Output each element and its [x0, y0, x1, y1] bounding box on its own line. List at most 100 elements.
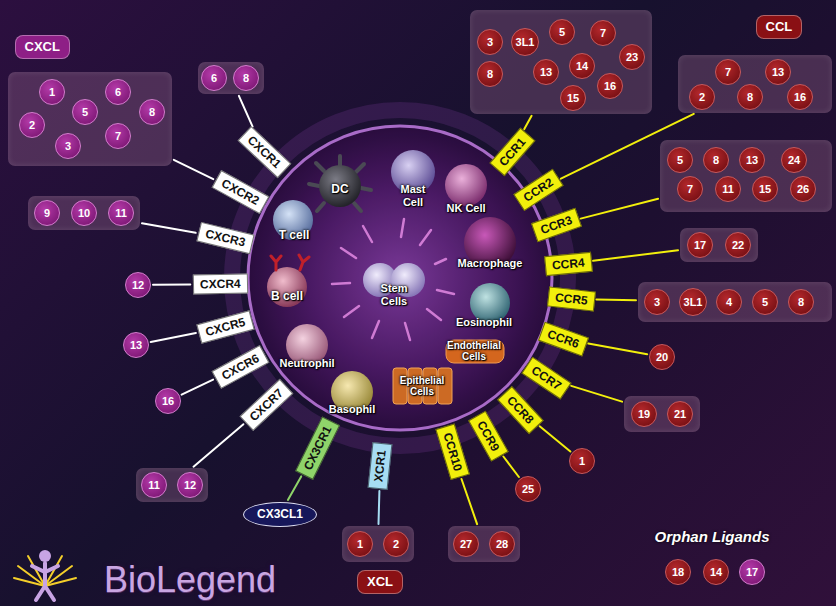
connector-line — [593, 250, 678, 261]
ligand-circle: 11 — [715, 176, 741, 202]
ligand-circle: 1 — [39, 79, 65, 105]
ligand-number: 8 — [747, 91, 753, 104]
ligand-number: 24 — [788, 154, 800, 167]
ligand-number: 19 — [638, 408, 650, 421]
ligand-number: 22 — [732, 239, 744, 252]
cell-label: DC — [331, 183, 348, 197]
ligand-number: 7 — [115, 130, 121, 143]
connector-line — [524, 116, 531, 129]
ligand-circle: 7 — [105, 123, 131, 149]
ligand-name: CX3CL1 — [257, 507, 303, 522]
ligand-circle: 23 — [619, 44, 645, 70]
ligand-circle: 19 — [631, 401, 657, 427]
receptor-label: CCR5 — [547, 286, 596, 311]
ligand-number: 2 — [393, 538, 399, 551]
ligand-number: 11 — [722, 183, 734, 196]
ligand-number: 3L1 — [516, 36, 535, 49]
ligand-group: 1625873 — [8, 72, 172, 166]
ligand-number: 3 — [487, 36, 493, 49]
ligand-circle: 2 — [19, 112, 45, 138]
ligand-oval: CX3CL1 — [243, 502, 317, 527]
ligand-number: 5 — [762, 296, 768, 309]
ligand-circle: 5 — [72, 99, 98, 125]
brand-logo — [14, 550, 76, 600]
ligand-circle: 15 — [752, 176, 778, 202]
ligand-circle: 13 — [533, 59, 559, 85]
ligand-number: 2 — [699, 91, 705, 104]
ligand-number: 1 — [357, 538, 363, 551]
ligand-circle: 12 — [125, 272, 151, 298]
ligand-number: 27 — [460, 538, 472, 551]
ligand-circle: 8 — [737, 84, 763, 110]
ligand-group: 33L1458 — [638, 282, 832, 322]
ligand-circle: 13 — [765, 59, 791, 85]
ligand-group: 33L15723813141615 — [470, 10, 652, 114]
ligand-number: 15 — [567, 92, 579, 105]
ligand-number: 13 — [772, 66, 784, 79]
ligand-number: 16 — [604, 80, 616, 93]
ligand-number: 4 — [726, 296, 732, 309]
connector-line — [151, 333, 196, 342]
cell-label: T cell — [279, 229, 310, 243]
ligand-number: 3L1 — [684, 296, 703, 309]
ligand-circle: 3 — [644, 289, 670, 315]
cell-label: Macrophage — [458, 257, 523, 270]
ligand-number: 12 — [132, 279, 144, 292]
family-name: CXCL — [25, 39, 60, 55]
ligand-group: 27 28 — [448, 526, 520, 562]
ligand-number: 13 — [540, 66, 552, 79]
ligand-group: 7132816 — [678, 55, 832, 113]
ligand-group: 68 — [198, 62, 264, 94]
ligand-number: 25 — [522, 483, 534, 496]
ligand-group: 1921 — [624, 396, 700, 432]
receptor-name: CXCR1 — [244, 132, 285, 172]
connector-line — [581, 199, 659, 219]
cell-label: B cell — [271, 290, 303, 304]
connector-line — [153, 283, 190, 285]
ligand-number: 8 — [243, 72, 249, 85]
ligand-number: 20 — [656, 351, 668, 364]
ligand-number: 5 — [677, 154, 683, 167]
receptor-label: XCR1 — [368, 442, 393, 490]
ligand-group: 1722 — [680, 228, 758, 262]
ligand-number: 28 — [496, 538, 508, 551]
ligand-group: 11 12 — [136, 468, 208, 502]
ligand-circle: 12 — [177, 472, 203, 498]
connector-line — [174, 160, 214, 179]
cell-label: Mast Cell — [395, 183, 431, 208]
ligand-number: 7 — [600, 27, 606, 40]
ligand-group: 91011 — [28, 196, 140, 230]
ligand-number: 13 — [746, 154, 758, 167]
ligand-circle: 9 — [34, 200, 60, 226]
family-name: XCL — [367, 574, 393, 590]
cell-label: Epithelial Cells — [394, 375, 450, 398]
connector-line — [588, 344, 647, 355]
ligand-number: 7 — [725, 66, 731, 79]
cell-label: Neutrophil — [280, 357, 335, 370]
ligand-circle: 4 — [716, 289, 742, 315]
ligand-circle: 6 — [201, 65, 227, 91]
connector-line — [288, 476, 301, 500]
connector-line — [540, 426, 571, 451]
receptor-name: CXCR6 — [218, 350, 261, 383]
ligand-circle: 21 — [667, 401, 693, 427]
ligand-circle: 26 — [790, 176, 816, 202]
ligand-circle: 1 — [569, 448, 595, 474]
receptor-label: CCR4 — [544, 252, 592, 276]
connector-line — [182, 380, 214, 395]
ligand-number: 21 — [674, 408, 686, 421]
connector-line — [462, 479, 478, 524]
ligand-circle: 7 — [590, 20, 616, 46]
ligand-number: 15 — [759, 183, 771, 196]
ligand-circle: 6 — [105, 79, 131, 105]
note-label: Orphan Ligands — [654, 528, 769, 545]
ligand-circle: 15 — [560, 85, 586, 111]
brand-wordmark: BioLegend — [104, 560, 276, 600]
ligand-circle: 27 — [453, 531, 479, 557]
ligand-circle: 14 — [703, 559, 729, 585]
ligand-number: 5 — [559, 26, 565, 39]
receptor-name: CX3CR1 — [300, 423, 335, 473]
receptor-name: CXCR7 — [246, 385, 287, 424]
ligand-circle: 11 — [141, 472, 167, 498]
